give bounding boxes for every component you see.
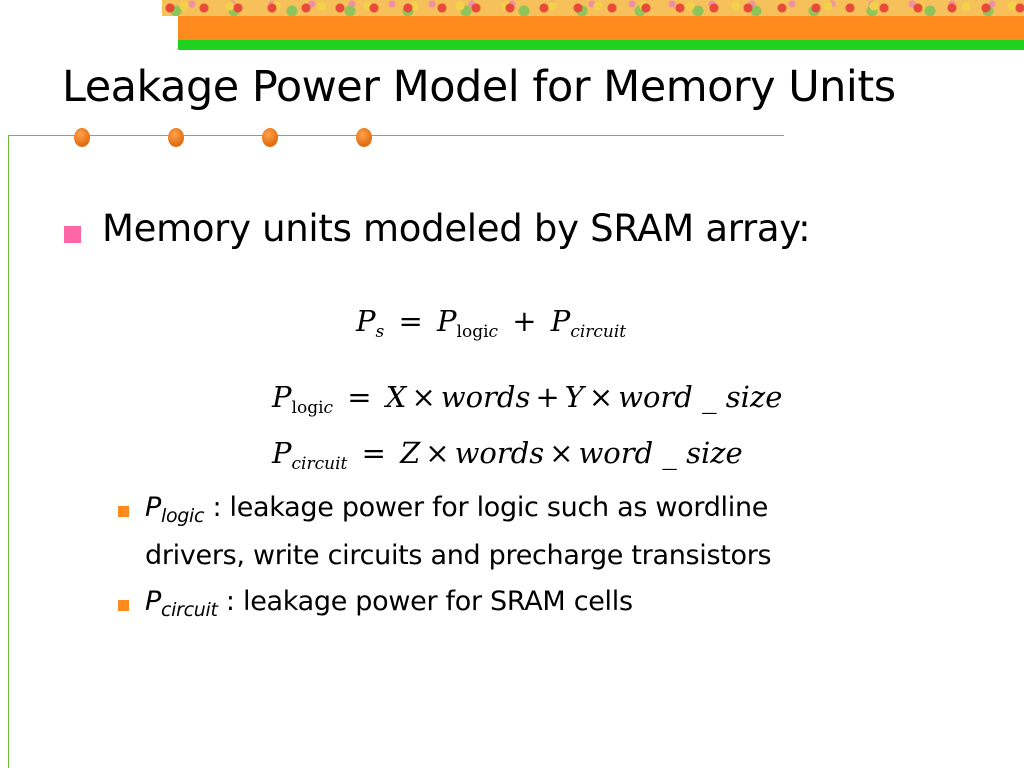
sub-bullet-square-icon [118, 600, 129, 611]
eq-term: words [440, 380, 531, 414]
eq-subscript: c [488, 322, 499, 342]
eq-term: Y [564, 380, 584, 414]
eq-operator: + [512, 304, 537, 338]
eq-operator: = [398, 304, 423, 338]
equation-logic-power: Plogic = X×words+Y×word _ size [272, 380, 782, 418]
eq-operator: × [425, 436, 450, 470]
eq-symbol: P [272, 436, 292, 470]
eq-term: word _ size [618, 380, 783, 414]
header-green-bar [178, 40, 1024, 50]
sub-bullet-text: drivers, write circuits and precharge tr… [145, 540, 772, 571]
sub-bullet-symbol: P [145, 586, 161, 617]
eq-operator: = [347, 380, 372, 414]
sub-bullet-circuit: Pcircuit : leakage power for SRAM cells [145, 582, 633, 630]
eq-symbol: P [356, 304, 376, 338]
equation-circuit-power: Pcircuit = Z×words×word _ size [272, 436, 743, 474]
eq-term: X [385, 380, 407, 414]
eq-operator: × [411, 380, 436, 414]
eq-term: Z [400, 436, 421, 470]
eq-subscript: c [323, 398, 334, 418]
eq-subscript: logi [291, 398, 324, 418]
sub-bullet-square-icon [118, 506, 129, 517]
eq-operator: + [535, 380, 560, 414]
bullet-square-icon [64, 226, 81, 243]
sub-bullet-logic: Plogic : leakage power for logic such as… [145, 488, 772, 576]
bullet-text-main: Memory units modeled by SRAM array: [102, 207, 811, 250]
decorative-dot [168, 128, 184, 147]
decorative-dot [262, 128, 278, 147]
title-underline-rule [8, 135, 784, 136]
eq-symbol: P [437, 304, 457, 338]
eq-term: words [454, 436, 545, 470]
sub-bullet-subscript: logic [160, 505, 205, 527]
eq-symbol: P [550, 304, 571, 338]
decorative-dot [356, 128, 372, 147]
eq-operator: × [588, 380, 614, 414]
eq-subscript: circuit [570, 322, 627, 342]
floral-header-band [162, 0, 1024, 16]
page-title: Leakage Power Model for Memory Units [62, 62, 896, 112]
eq-symbol: P [272, 380, 292, 414]
eq-subscript: s [375, 322, 385, 342]
eq-operator: = [361, 436, 386, 470]
eq-subscript: logi [456, 322, 489, 342]
sub-bullet-text: : leakage power for logic such as wordli… [204, 492, 769, 523]
sub-bullet-text: : leakage power for SRAM cells [217, 586, 633, 617]
eq-operator: × [549, 436, 574, 470]
eq-subscript: circuit [291, 454, 348, 474]
eq-term: word _ size [578, 436, 743, 470]
equation-total-power: Ps = Plogic + Pcircuit [356, 304, 626, 342]
left-margin-rule [8, 135, 9, 768]
sub-bullet-subscript: circuit [160, 599, 218, 621]
decorative-dot [74, 128, 90, 147]
sub-bullet-symbol: P [145, 492, 161, 523]
header-orange-bar [178, 16, 1024, 40]
